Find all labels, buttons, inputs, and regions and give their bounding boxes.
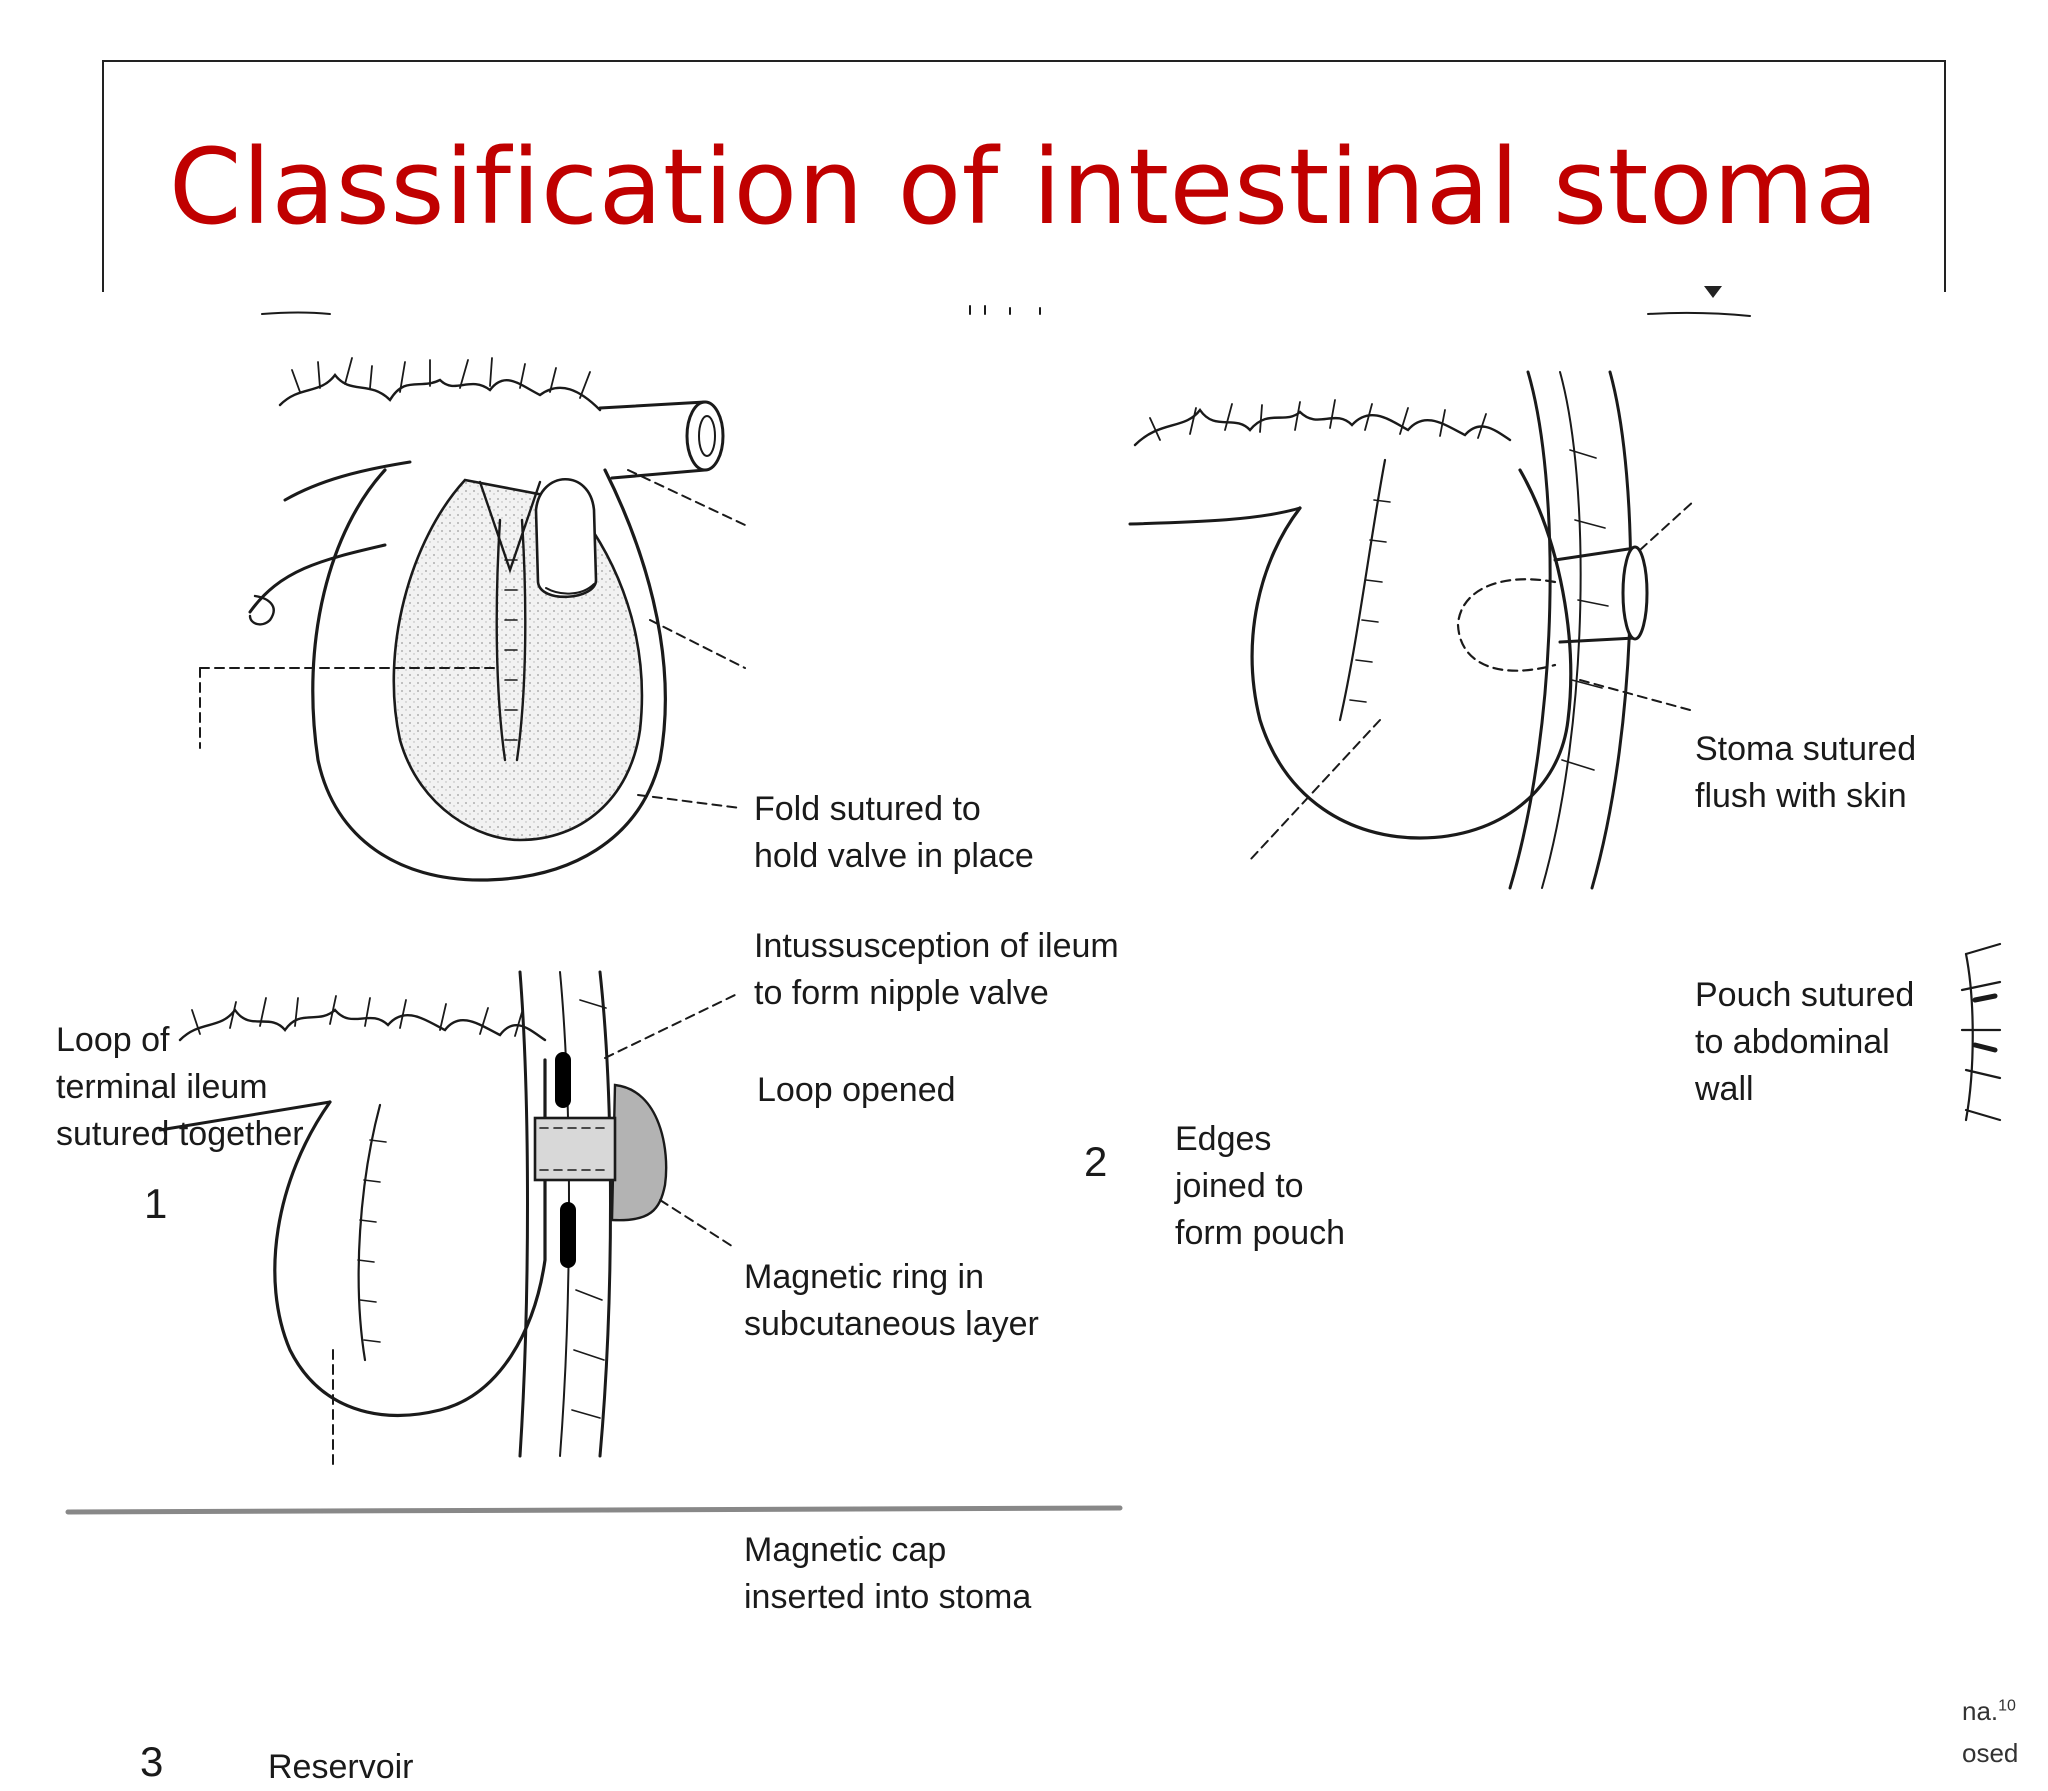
illustration-drawing xyxy=(65,286,2002,1515)
label-magnetic-cap: Magnetic cap inserted into stoma xyxy=(744,1531,1032,1616)
panel-number-3: 3 xyxy=(140,1738,164,1785)
label-magnetic-ring: Magnetic ring in subcutaneous layer xyxy=(744,1258,1039,1343)
stoma-illustration: Fold sutured to hold valve in place Intu… xyxy=(0,282,2048,1786)
label-reservoir: Reservoir xyxy=(268,1748,414,1786)
label-pouch-sutured-wall: Pouch sutured to abdominal wall xyxy=(1695,976,1915,1108)
title-frame xyxy=(102,60,1946,292)
slide-title: Classification of intestinal stoma xyxy=(168,126,1880,248)
panel-number-1: 1 xyxy=(144,1180,168,1227)
label-edges-joined: Edges joined to form pouch xyxy=(1175,1120,1346,1252)
label-fold-sutured: Fold sutured to hold valve in place xyxy=(754,790,1034,875)
edge-text-fragment-2: osed xyxy=(1962,1738,2019,1768)
edge-text-fragment-1: na.10 xyxy=(1962,1696,2016,1726)
label-stoma-sutured-flush: Stoma sutured flush with skin xyxy=(1695,730,1917,815)
label-intussusception: Intussusception of ileum to form nipple … xyxy=(754,927,1119,1012)
label-loop-opened: Loop opened xyxy=(757,1071,956,1109)
panel-number-2: 2 xyxy=(1084,1138,1108,1185)
label-loop-terminal-ileum: Loop of terminal ileum sutured together xyxy=(56,1021,304,1153)
